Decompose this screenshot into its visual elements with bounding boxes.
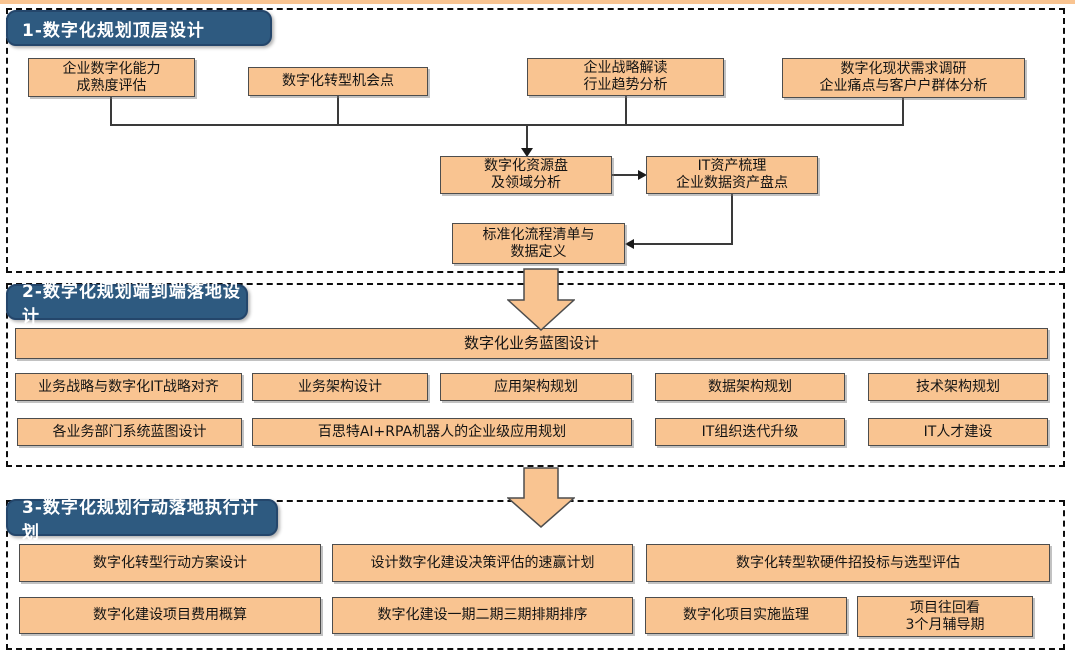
connector-center-drop [526, 124, 528, 149]
box-resource-inventory: 数字化资源盘 及领域分析 [440, 156, 612, 194]
box-line: 数字化建设一期二期三期排期排序 [377, 607, 588, 623]
arrowhead-right-icon [638, 170, 647, 180]
box-department-blueprint: 各业务部门系统蓝图设计 [17, 418, 242, 446]
box-capability-maturity: 企业数字化能力 成熟度评估 [28, 58, 195, 97]
connector-stub-2 [337, 96, 339, 124]
box-line: 业务架构设计 [298, 378, 382, 395]
box-line: 3个月辅导期 [905, 616, 985, 633]
box-line: 数字化业务蓝图设计 [463, 334, 599, 352]
box-line: IT人才建设 [923, 423, 993, 440]
box-line: 数字化现状需求调研 [840, 61, 967, 77]
section3-banner: 3-数字化规划行动落地执行计划 [6, 498, 278, 543]
box-line: 项目往回看 [910, 599, 980, 616]
connector-back [634, 243, 733, 245]
box-line: 数字化转型机会点 [282, 73, 394, 89]
top-strip [0, 0, 1075, 4]
box-ai-rpa-planning: 百思特AI+RPA机器人的企业级应用规划 [252, 418, 632, 446]
box-line: 数字化转型软硬件招投标与选型评估 [736, 554, 960, 571]
arrowhead-left-icon [625, 239, 634, 249]
box-business-blueprint-bar: 数字化业务蓝图设计 [15, 328, 1048, 359]
box-line: 业务战略与数字化IT战略对齐 [38, 378, 219, 395]
box-strategy-alignment: 业务战略与数字化IT战略对齐 [15, 373, 242, 401]
section3-banner-label: 3-数字化规划行动落地执行计划 [22, 497, 259, 543]
box-line: 行业趋势分析 [583, 77, 668, 93]
box-line: 数字化资源盘 [484, 158, 568, 174]
box-line: 企业数据资产盘点 [676, 175, 788, 191]
section2-banner: 2-数字化规划端到端落地设计 [6, 282, 248, 327]
connector-bus [110, 124, 904, 126]
section2-banner-label: 2-数字化规划端到端落地设计 [22, 282, 241, 327]
box-strategy-interpretation: 企业战略解读 行业趋势分析 [527, 58, 724, 96]
connector-stub-4 [902, 98, 904, 124]
box-line: 设计数字化建设决策评估的速赢计划 [370, 554, 595, 571]
box-line: 企业战略解读 [583, 60, 668, 76]
box-line: 企业数字化能力 [62, 60, 161, 77]
box-line: 数字化建设项目费用概算 [93, 607, 247, 623]
connector-it-drop [731, 194, 733, 244]
arrowhead-down-icon [521, 148, 533, 157]
box-line: 各业务部门系统蓝图设计 [52, 423, 207, 440]
connector-stub-1 [110, 97, 112, 124]
section1-banner: 1-数字化规划顶层设计 [6, 10, 272, 46]
box-transformation-opportunities: 数字化转型机会点 [248, 67, 428, 96]
connector-resource-to-it [612, 174, 639, 176]
box-business-architecture: 业务架构设计 [252, 373, 428, 401]
box-line: 企业痛点与客户户群体分析 [819, 78, 988, 94]
box-line: IT组织迭代升级 [701, 423, 799, 440]
block-arrow-down-1-icon [507, 268, 575, 331]
box-line: 技术架构规划 [916, 378, 1000, 395]
box-data-architecture: 数据架构规划 [655, 373, 845, 401]
box-line: 数字化项目实施监理 [683, 607, 809, 623]
section1-banner-label: 1-数字化规划顶层设计 [22, 20, 205, 41]
box-standard-process-list: 标准化流程清单与 数据定义 [452, 223, 625, 264]
box-line: 数据架构规划 [708, 378, 792, 395]
box-it-org-upgrade: IT组织迭代升级 [655, 418, 845, 446]
box-line: 标准化流程清单与 [482, 226, 595, 243]
connector-stub-3 [625, 96, 627, 124]
box-action-plan-design: 数字化转型行动方案设计 [19, 544, 321, 582]
box-quick-win-plan: 设计数字化建设决策评估的速赢计划 [332, 544, 633, 582]
box-line: 百思特AI+RPA机器人的企业级应用规划 [317, 423, 567, 440]
box-status-research: 数字化现状需求调研 企业痛点与客户户群体分析 [782, 58, 1025, 98]
box-project-review-coaching: 项目往回看 3个月辅导期 [857, 596, 1033, 637]
box-line: 及领域分析 [491, 175, 561, 191]
box-line: IT资产梳理 [697, 158, 767, 174]
box-it-asset: IT资产梳理 企业数据资产盘点 [646, 156, 818, 194]
block-arrow-down-2-icon [507, 467, 575, 528]
box-phase-sequencing: 数字化建设一期二期三期排期排序 [332, 597, 633, 634]
box-bidding-selection: 数字化转型软硬件招投标与选型评估 [646, 544, 1050, 582]
box-technical-architecture: 技术架构规划 [868, 373, 1048, 401]
box-it-talent: IT人才建设 [868, 418, 1048, 446]
box-line: 成熟度评估 [76, 77, 147, 94]
box-implementation-supervision: 数字化项目实施监理 [645, 597, 847, 634]
box-line: 数字化转型行动方案设计 [93, 554, 247, 571]
box-line: 应用架构规划 [494, 378, 578, 395]
box-application-architecture: 应用架构规划 [440, 373, 632, 401]
box-cost-estimate: 数字化建设项目费用概算 [19, 597, 321, 634]
box-line: 数据定义 [510, 243, 567, 260]
